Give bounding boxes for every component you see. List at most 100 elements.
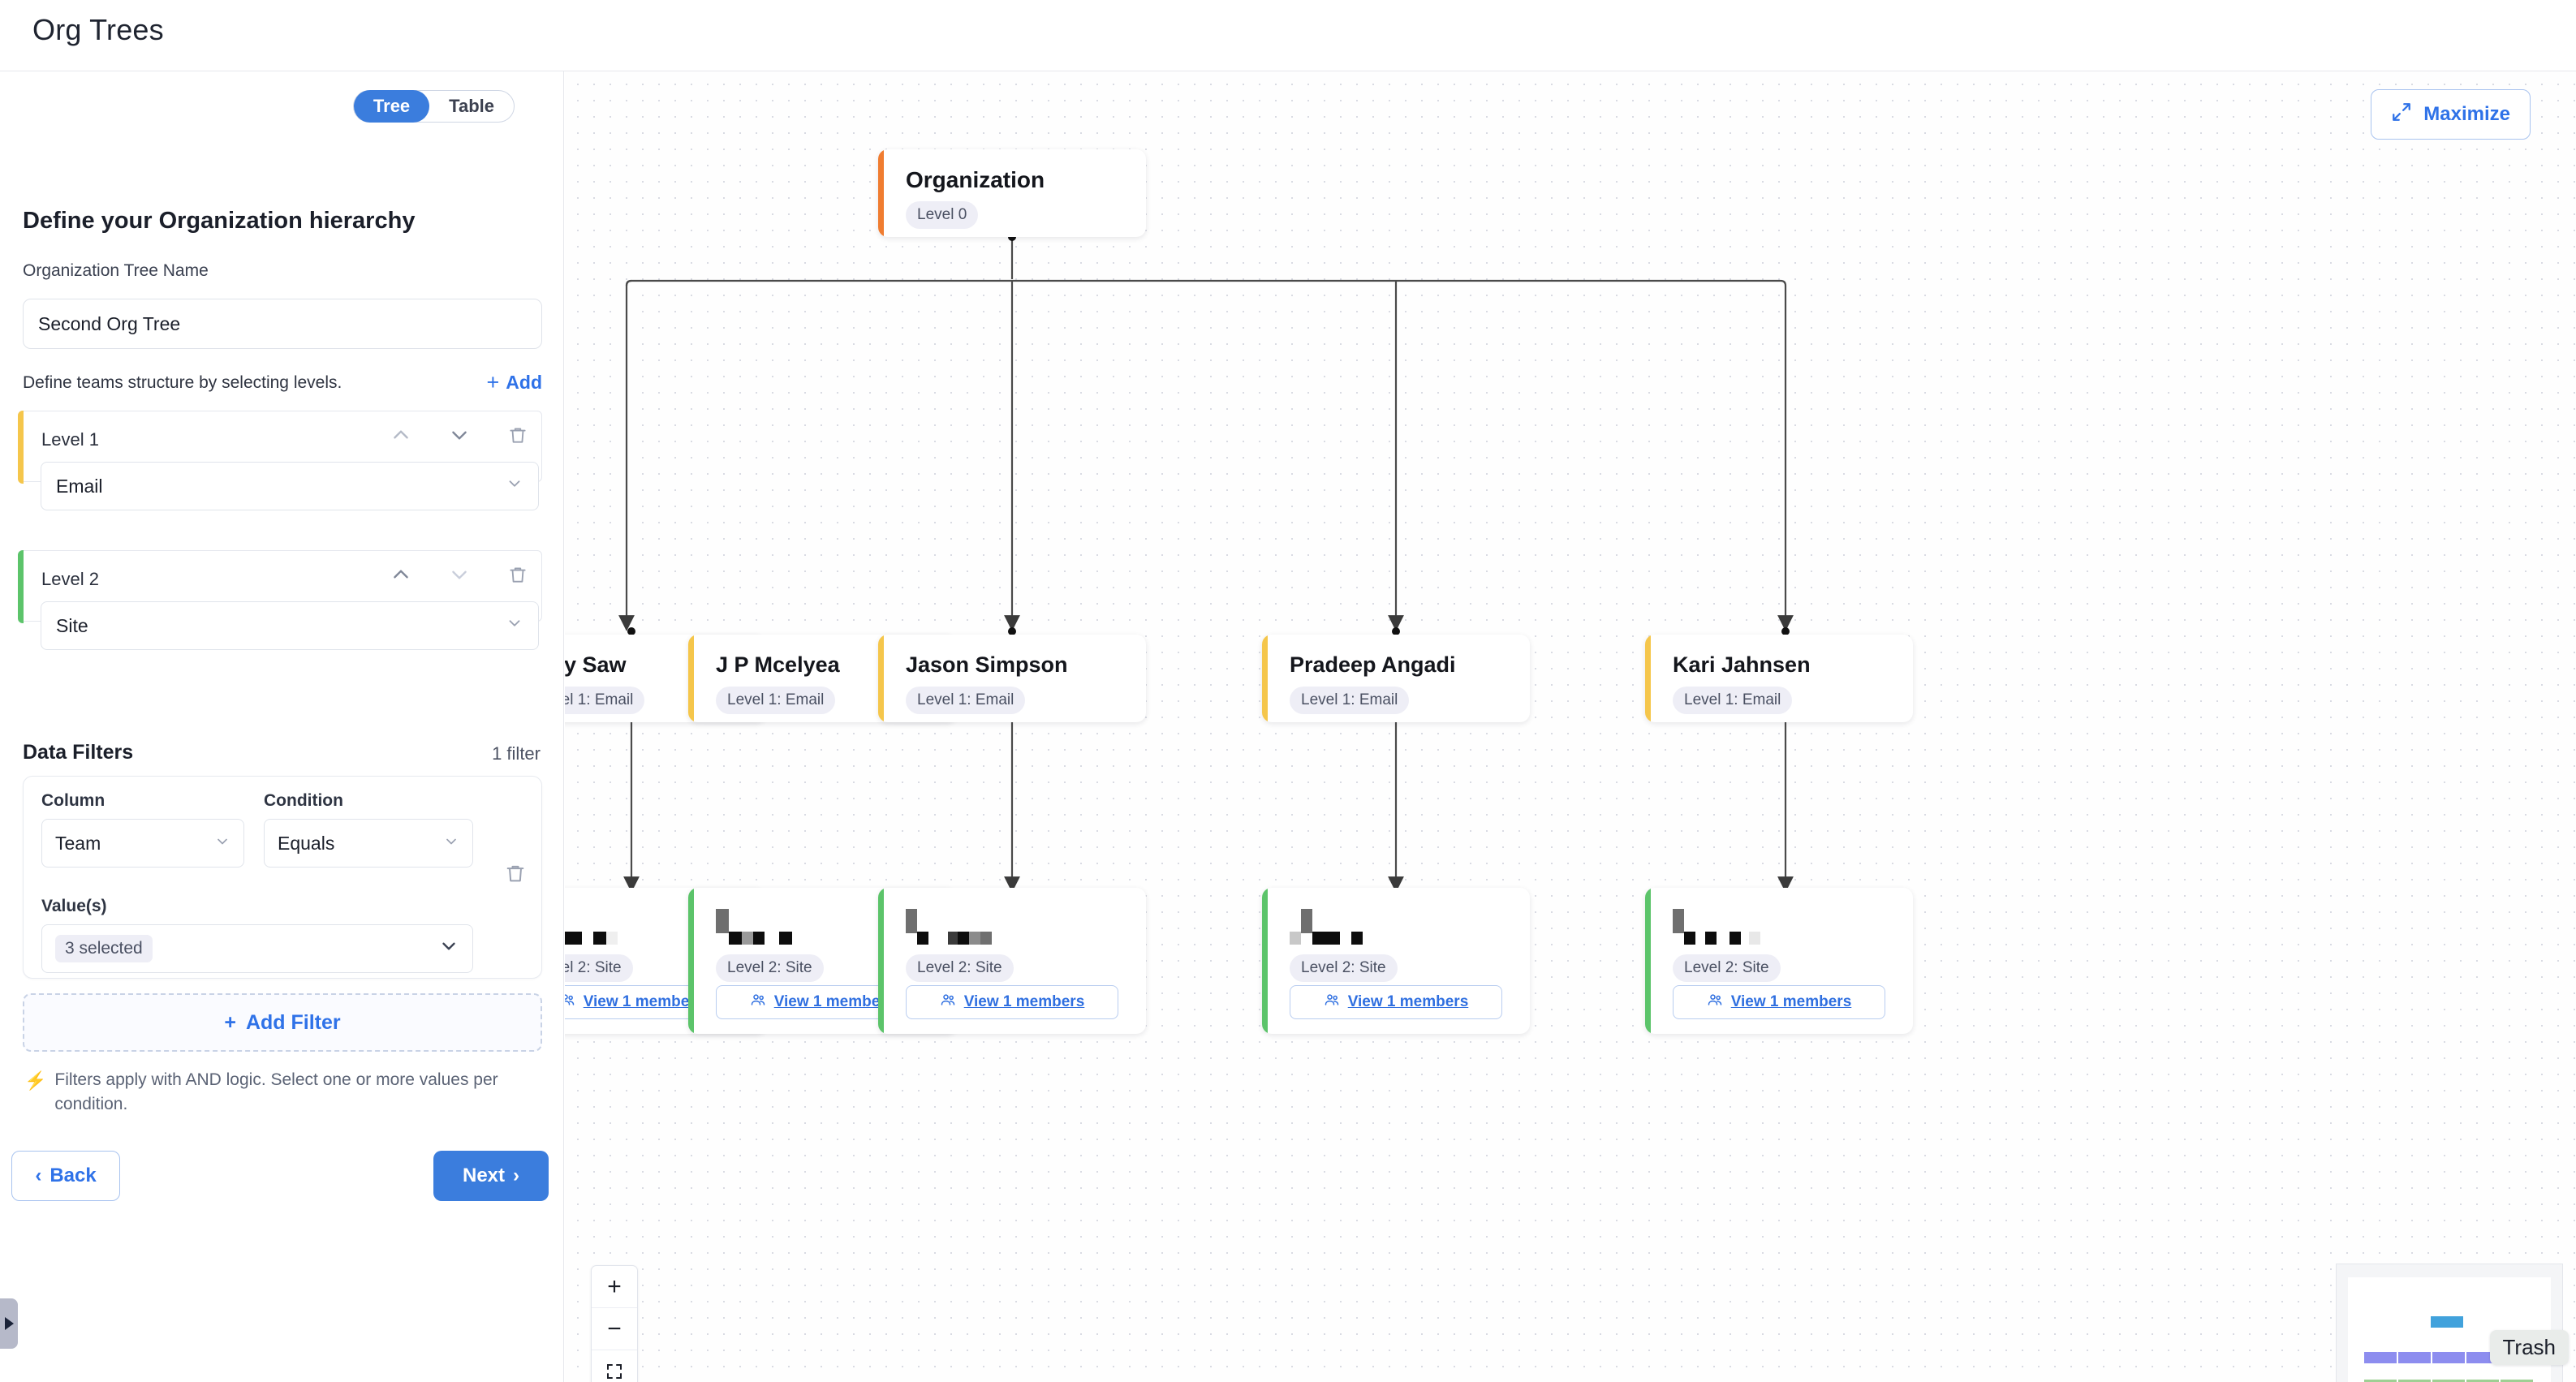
condition-label: Condition <box>264 791 343 810</box>
level-name-1: Level 1 <box>41 429 99 450</box>
view-members-button[interactable]: View 1 members <box>906 985 1118 1019</box>
filter-count: 1 filter <box>492 743 541 764</box>
column-label: Column <box>41 791 106 810</box>
triangle-right-icon <box>4 1317 14 1330</box>
delete-level-icon[interactable] <box>507 424 528 446</box>
level-card-2[interactable]: Level 2 Site <box>18 550 542 650</box>
move-down-icon[interactable] <box>449 424 470 446</box>
level-stripe <box>18 411 24 484</box>
left-config-panel: Tree Table Define your Organization hier… <box>0 71 564 1382</box>
view-members-label: View 1 members <box>1730 993 1852 1010</box>
back-button[interactable]: ‹ Back <box>11 1151 120 1201</box>
tree-node-level1-3[interactable]: Pradeep Angadi Level 1: Email <box>1262 635 1530 722</box>
panel-collapse-handle[interactable] <box>0 1298 18 1349</box>
view-members-label: View 1 members <box>963 993 1085 1010</box>
move-down-icon[interactable] <box>449 564 470 585</box>
view-mode-toggle[interactable]: Tree Table <box>352 90 515 123</box>
redacted-node-title <box>716 909 792 945</box>
members-icon <box>750 992 766 1013</box>
node-stripe <box>878 888 884 1034</box>
column-select[interactable]: Team <box>41 819 244 868</box>
plus-icon: + <box>486 370 500 394</box>
page-title: Org Trees <box>32 13 164 46</box>
chevron-down-icon <box>506 475 523 497</box>
data-filters-title: Data Filters <box>23 741 134 764</box>
level-name-2: Level 2 <box>41 569 99 589</box>
node-stripe <box>688 635 694 722</box>
level-field-select-1[interactable]: Email <box>41 462 539 510</box>
view-members-button[interactable]: View 1 members <box>1673 985 1885 1019</box>
tree-node-level1-2[interactable]: Jason Simpson Level 1: Email <box>878 635 1146 722</box>
tree-canvas[interactable]: Maximize <box>565 71 2576 1382</box>
zoom-controls[interactable]: + − <box>591 1265 638 1382</box>
node-level-badge: Level 1: Email <box>1290 687 1410 714</box>
redacted-node-title <box>1673 909 1760 945</box>
chevron-down-icon <box>214 833 230 855</box>
minimap-node-level2 <box>2501 1380 2533 1382</box>
column-value: Team <box>55 832 101 854</box>
minimap-node-level1 <box>2398 1352 2431 1363</box>
members-icon <box>1324 992 1340 1013</box>
minimap-node-root <box>2431 1316 2463 1328</box>
level-stripe <box>18 550 24 623</box>
node-stripe <box>1645 635 1651 722</box>
node-stripe <box>878 635 884 722</box>
chevron-down-icon <box>443 833 459 855</box>
trash-tooltip: Trash <box>2489 1330 2569 1365</box>
add-level-label: Add <box>506 372 542 393</box>
add-filter-button[interactable]: + Add Filter <box>23 993 542 1052</box>
members-icon <box>1707 992 1723 1013</box>
tree-node-level2-2[interactable]: Level 2: Site View 1 members <box>878 888 1146 1034</box>
org-name-label: Organization Tree Name <box>23 261 209 280</box>
node-stripe <box>1262 635 1268 722</box>
minimap-node-level2 <box>2432 1380 2465 1382</box>
chevron-left-icon: ‹ <box>35 1165 42 1186</box>
minimap-node-level1 <box>2364 1352 2397 1363</box>
tree-node-root[interactable]: Organization Level 0 <box>878 149 1146 237</box>
view-members-label: View 1 members <box>583 993 704 1010</box>
node-level-badge: Level 2: Site <box>716 954 824 982</box>
org-name-input[interactable] <box>23 299 542 349</box>
members-icon <box>940 992 956 1013</box>
minimap-node-level2 <box>2364 1380 2397 1382</box>
node-level-badge: Level 1: Email <box>906 687 1026 714</box>
move-up-icon[interactable] <box>390 424 411 446</box>
values-label: Value(s) <box>41 897 107 915</box>
redacted-node-title <box>906 909 992 945</box>
zoom-in-button[interactable]: + <box>592 1266 637 1308</box>
values-selected-chip: 3 selected <box>55 935 153 962</box>
node-level-badge: Level 2: Site <box>1290 954 1398 982</box>
delete-level-icon[interactable] <box>507 564 528 585</box>
minimap[interactable]: Trash <box>2336 1264 2569 1382</box>
members-icon <box>565 992 575 1013</box>
view-members-label: View 1 members <box>773 993 895 1010</box>
tree-edges-extra <box>565 71 2576 1382</box>
back-label: Back <box>50 1165 97 1186</box>
fit-view-button[interactable] <box>592 1350 637 1382</box>
node-title: Pradeep Angadi <box>1290 652 1456 677</box>
minimap-node-level2 <box>2398 1380 2431 1382</box>
node-level-badge: Level 2: Site <box>906 954 1014 982</box>
maximize-button[interactable]: Maximize <box>2371 89 2531 140</box>
add-level-button[interactable]: + Add <box>487 372 543 394</box>
values-multiselect[interactable]: 3 selected <box>41 924 473 973</box>
delete-filter-icon[interactable] <box>504 862 527 889</box>
level-card-1[interactable]: Level 1 Email <box>18 411 542 510</box>
levels-description: Define teams structure by selecting leve… <box>23 373 342 392</box>
node-stripe <box>1262 888 1268 1034</box>
view-members-label: View 1 members <box>1347 993 1469 1010</box>
next-button[interactable]: Next › <box>433 1151 549 1201</box>
move-up-icon[interactable] <box>390 564 411 585</box>
view-members-button[interactable]: View 1 members <box>1290 985 1502 1019</box>
toggle-table[interactable]: Table <box>449 96 494 116</box>
node-title: Kari Jahnsen <box>1673 652 1811 677</box>
chevron-down-icon <box>506 614 523 637</box>
tree-node-level2-3[interactable]: Level 2: Site View 1 members <box>1262 888 1530 1034</box>
condition-select[interactable]: Equals <box>264 819 473 868</box>
tree-node-level1-4[interactable]: Kari Jahnsen Level 1: Email <box>1645 635 1913 722</box>
tree-node-level2-4[interactable]: Level 2: Site View 1 members <box>1645 888 1913 1034</box>
zoom-out-button[interactable]: − <box>592 1308 637 1350</box>
redacted-node-title <box>1290 909 1363 945</box>
level-field-select-2[interactable]: Site <box>41 601 539 650</box>
toggle-tree[interactable]: Tree <box>353 90 430 123</box>
